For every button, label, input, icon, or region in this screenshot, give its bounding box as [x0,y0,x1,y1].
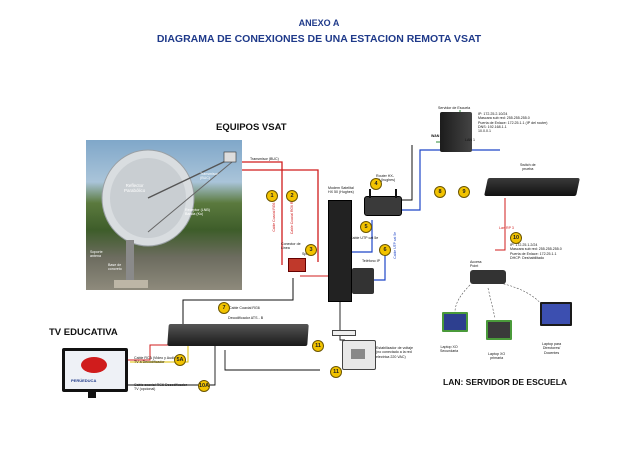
cable-utp-router-switch [400,149,500,211]
cable-utp-vlabel: Cable UTP cat 5e [393,232,397,259]
tx-callout: Transmisor (BUC) [250,157,279,161]
splitter-device [288,258,306,272]
laptop-primaria-icon [486,320,512,340]
wifi-to-laptop-doc [499,282,543,306]
badge-6: 6 [379,244,391,256]
network-switch [484,178,580,196]
telefono-label: Teléfono IP [362,259,380,263]
decodificador-device [167,324,309,346]
badge-1: 1 [266,190,278,202]
cable-modem-red [300,275,331,282]
soporte-label: Soporte antena [90,250,103,259]
tv-stand [88,392,96,398]
router-antenna-icon [395,189,397,198]
wifi-to-laptop-sec [454,284,471,313]
lan-port-label: LAN 1 [465,138,475,142]
badge-10: 10 [510,232,522,244]
badge-2: 2 [286,190,298,202]
satellite-dish-icon [101,149,237,288]
decodificador-label: Decodificador ATS - B [228,316,264,320]
cable-utp-router-modem [352,220,373,253]
badge-9: 9 [458,186,470,198]
badge-4: 4 [370,178,382,190]
servidor-label: Servidor de Escuela [438,106,471,110]
cable-rx-label: Cable Coaxial RG6 Rx [290,200,294,235]
access-point-device [470,270,506,284]
badge-5: 5 [360,221,372,233]
cable-utp-label: Cable UTP cat 5e [350,236,379,240]
estabilizador-label: Estabilizador de voltaje (no conectado a… [376,346,413,359]
modem-satelital [328,200,352,302]
laptop-doc-label: Laptop para Directores/ Docentes [542,342,562,355]
badge-11b: 11 [330,366,342,378]
reflector-label: Reflector Parabólico [124,183,146,193]
cable-tx-label: Cable Coaxial RG6 Tx [272,198,276,232]
cable-coax-tv [128,345,216,386]
lnb-label: Receptor (LNB) Banda (Ku) [185,208,210,217]
ip-phone [352,268,374,294]
laptop-secundaria-icon [442,312,468,332]
cable-rca-yellow [130,345,189,363]
cable-rg6-black [182,278,294,324]
router-antenna-icon [369,189,371,198]
ap-info: IP: 172.25.1.2/24 Mascara sub red: 255.2… [510,243,562,260]
switch-label: Switch de prueba [520,163,536,172]
cable-video-label: Cable RCA (Video y Audio) TV a Decodific… [134,356,178,365]
server-info: IP: 172.25.2.10/24 Mascara sub red: 255.… [478,112,548,134]
cable-tx-line [238,161,283,265]
tx-label: Transmisor (BUC) [200,172,218,181]
cable-coax-tv-label: Cable coaxial RG6 Decodificador TV (opci… [134,383,187,392]
antenna-photo [86,140,242,290]
server-device [440,112,472,152]
estabilizador-device [342,340,376,370]
badge-8: 8 [434,186,446,198]
cable-black-server [398,145,413,201]
conector-label: Conector de Linea [281,242,301,251]
tv-monitor: PERÚEDUCA [62,348,128,392]
cable-rg6-label: Cable Coaxial RG6 [229,306,260,310]
cable-rx-line [238,169,319,262]
badge-11: 11 [312,340,324,352]
wifi-to-laptop-pri [487,287,496,319]
badge-5a: 5A [174,354,186,366]
cable-power-deco [224,350,320,371]
peru-educa-logo-icon [81,357,107,373]
page-title: DIAGRAMA DE CONEXIONES DE UNA ESTACION R… [156,33,482,45]
estabilizador-display [351,349,365,359]
badge-7: 7 [218,302,230,314]
laptop-docente-icon [540,302,572,326]
modem-label: Modem Satelital HX 50 (Hughes) [328,186,354,195]
router-device [364,189,402,216]
badge-10a: 10A [198,380,210,392]
lan-ports-label: Lan RP 3 [499,226,514,230]
cable-utp-switch-ap [495,198,506,251]
badge-3: 3 [305,244,317,256]
access-point-label: Access Point [470,260,482,269]
section-lan: LAN: SERVIDOR DE ESCUELA [443,377,568,387]
laptop-pri-label: Laptop XO primaria [488,352,506,361]
wan-label: WAN [431,134,440,138]
section-tv-educativa: TV EDUCATIVA [49,327,118,338]
base-label: Base de concreto [108,263,122,272]
section-equipos-vsat: EQUIPOS VSAT [216,122,287,133]
annex-label: ANEXO A [298,18,340,28]
tv-logo-text: PERÚEDUCA [71,378,97,383]
power-tag [332,330,356,336]
tv-screen: PERÚEDUCA [65,351,125,389]
cable-rca [128,344,180,361]
laptop-sec-label: Laptop XO Secundaria [440,345,459,354]
